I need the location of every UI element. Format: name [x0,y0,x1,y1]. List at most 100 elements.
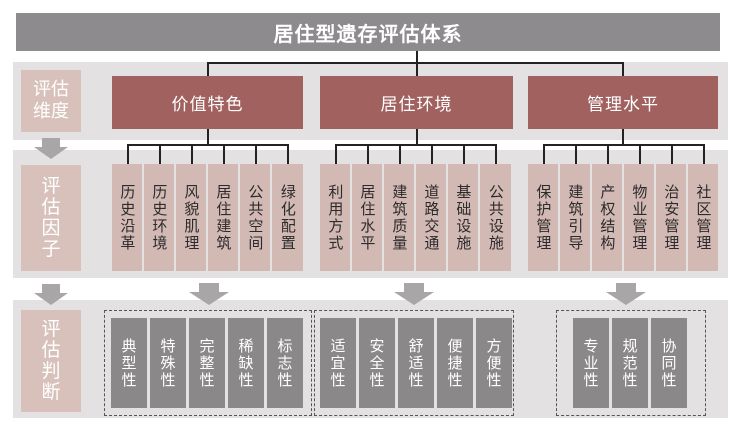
row-label-dimension: 评估 维度 [21,70,81,132]
connector-line [575,144,577,164]
factor-label: 绿化配置 [278,183,297,252]
row-label-judgment: 评 估 判 断 [21,310,81,412]
connector-line [127,144,289,146]
diagram-title: 居住型遗存评估体系 [16,13,720,51]
connector-line [127,144,129,164]
judgment-box: 典型性 [111,318,147,408]
connector-line [495,144,497,164]
judgment-label: 专业性 [581,337,600,389]
connector-line [207,62,624,64]
dimension-label: 管理水平 [587,95,659,115]
connector-line [622,62,624,76]
connector-line [367,144,369,164]
factor-label: 物业管理 [630,183,649,252]
factor-label: 建筑质量 [390,183,409,252]
factor-box: 产权结构 [592,164,622,271]
judgment-label: 规范性 [620,337,639,389]
judgment-label: 典型性 [119,337,138,389]
row-label-judgment-text: 评 估 判 断 [41,318,61,403]
connector-line [622,129,624,145]
connector-line [399,144,401,164]
judgment-box: 适宜性 [320,318,356,408]
factor-label: 保护管理 [534,183,553,252]
factor-box: 绿化配置 [272,164,303,271]
judgment-group-management [556,310,706,416]
judgment-box: 专业性 [573,318,609,408]
factor-label: 基础设施 [454,183,473,252]
factor-label: 历史环境 [150,183,169,252]
factor-box: 建筑引导 [560,164,590,271]
connector-line [463,144,465,164]
factor-label: 道路交通 [422,183,441,252]
factor-label: 公共空间 [246,183,265,252]
factor-label: 治安管理 [662,183,681,252]
factor-box: 风貌肌理 [176,164,206,271]
judgment-label: 安全性 [367,337,386,389]
arrow-down-icon [189,283,229,305]
connector-line [703,144,705,164]
factor-box: 社区管理 [688,164,718,271]
factor-label: 利用方式 [326,183,345,252]
connector-line [416,62,418,76]
factor-box: 居住水平 [352,164,382,271]
factor-box: 公共空间 [240,164,270,271]
arrow-down-icon [34,284,68,305]
judgment-label: 完整性 [197,337,216,389]
arrow-down-icon [34,138,68,159]
factor-label: 居住建筑 [214,183,233,252]
judgment-box: 安全性 [359,318,395,408]
judgment-label: 特殊性 [158,337,177,389]
factor-label: 居住水平 [358,183,377,252]
factor-label: 历史沿革 [118,183,137,252]
dimension-box-value: 价值特色 [112,76,303,129]
connector-line [159,144,161,164]
dimension-box-management: 管理水平 [528,76,718,129]
judgment-label: 适宜性 [328,337,347,389]
judgment-label: 稀缺性 [236,337,255,389]
factor-box: 基础设施 [448,164,478,271]
judgment-label: 方便性 [484,337,503,389]
connector-line [207,62,209,76]
factor-label: 产权结构 [598,183,617,252]
connector-line [191,144,193,164]
connector-line [223,144,225,164]
row-label-factor: 评 估 因 子 [21,165,81,271]
judgment-label: 协同性 [659,337,678,389]
connector-line [431,144,433,164]
connector-line [255,144,257,164]
dimension-label: 居住环境 [380,95,453,115]
connector-line [543,144,545,164]
judgment-box: 稀缺性 [228,318,264,408]
factor-label: 社区管理 [694,183,713,252]
factor-box: 公共设施 [480,164,511,271]
judgment-label: 舒适性 [406,337,425,389]
dimension-label: 价值特色 [171,95,244,115]
connector-line [639,144,641,164]
judgment-box: 特殊性 [150,318,186,408]
judgment-box: 完整性 [189,318,225,408]
factor-box: 历史沿革 [112,164,142,271]
judgment-label: 标志性 [275,337,294,389]
factor-box: 保护管理 [528,164,558,271]
connector-line [607,144,609,164]
factor-label: 公共设施 [486,183,505,252]
arrow-down-icon [394,283,434,305]
connector-line [335,144,497,146]
factor-box: 物业管理 [624,164,654,271]
factor-box: 居住建筑 [208,164,238,271]
row-label-dimension-text: 评估 维度 [33,79,69,122]
connector-line [416,51,418,63]
connector-line [671,144,673,164]
arrow-down-icon [606,283,646,305]
judgment-box: 规范性 [612,318,648,408]
factor-box: 道路交通 [416,164,446,271]
judgment-label: 便捷性 [445,337,464,389]
factor-box: 利用方式 [320,164,350,271]
dimension-box-living: 居住环境 [320,76,513,129]
judgment-group-living [314,310,514,416]
judgment-box: 舒适性 [398,318,434,408]
connector-line [207,129,209,145]
judgment-box: 便捷性 [437,318,473,408]
factor-label: 建筑引导 [566,183,585,252]
